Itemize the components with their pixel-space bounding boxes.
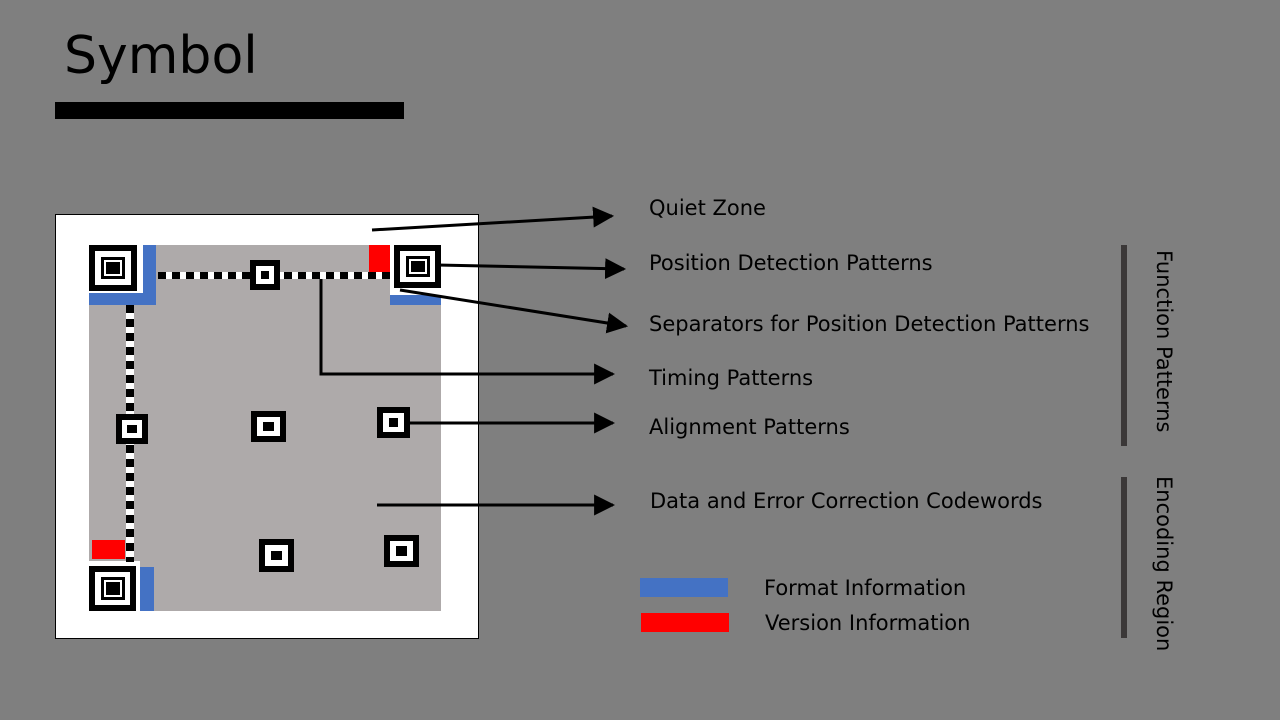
format-information-swatch	[640, 578, 728, 597]
alignment-pattern-bottom-center	[259, 539, 294, 572]
alignment-patterns-label: Alignment Patterns	[649, 415, 850, 439]
function-patterns-bracket	[1121, 245, 1127, 446]
arrow-quiet-zone	[371, 206, 615, 232]
alignment-pattern-timing-left	[116, 414, 148, 444]
alignment-pattern-timing-top	[250, 260, 280, 290]
position-detection-pattern-top-left	[89, 245, 137, 291]
version-information-label: Version Information	[765, 611, 971, 635]
alignment-pattern-center	[251, 411, 286, 442]
title-underline	[55, 102, 404, 119]
version-information-swatch	[641, 613, 729, 632]
position-detection-pattern-top-right	[394, 245, 441, 288]
position-detection-pattern-bottom-left	[89, 566, 136, 611]
arrow-timing	[319, 279, 616, 385]
position-detection-label: Position Detection Patterns	[649, 251, 933, 275]
encoding-region-bracket	[1121, 477, 1127, 638]
data-codewords-label: Data and Error Correction Codewords	[650, 489, 1043, 513]
alignment-pattern-right	[377, 407, 410, 438]
arrow-position-detection	[436, 258, 627, 280]
timing-patterns-label: Timing Patterns	[649, 366, 814, 390]
encoding-region-label: Encoding Region	[1152, 476, 1176, 652]
format-information-label: Format Information	[764, 576, 967, 600]
arrow-separators	[399, 288, 629, 334]
alignment-pattern-bottom-right	[384, 535, 419, 567]
quiet-zone-label: Quiet Zone	[649, 196, 766, 220]
version-information-areas	[92, 245, 390, 559]
separators-label: Separators for Position Detection Patter…	[649, 312, 1090, 336]
slide-title: Symbol	[64, 26, 258, 86]
function-patterns-label: Function Patterns	[1152, 250, 1176, 433]
format-information-areas	[89, 245, 441, 611]
